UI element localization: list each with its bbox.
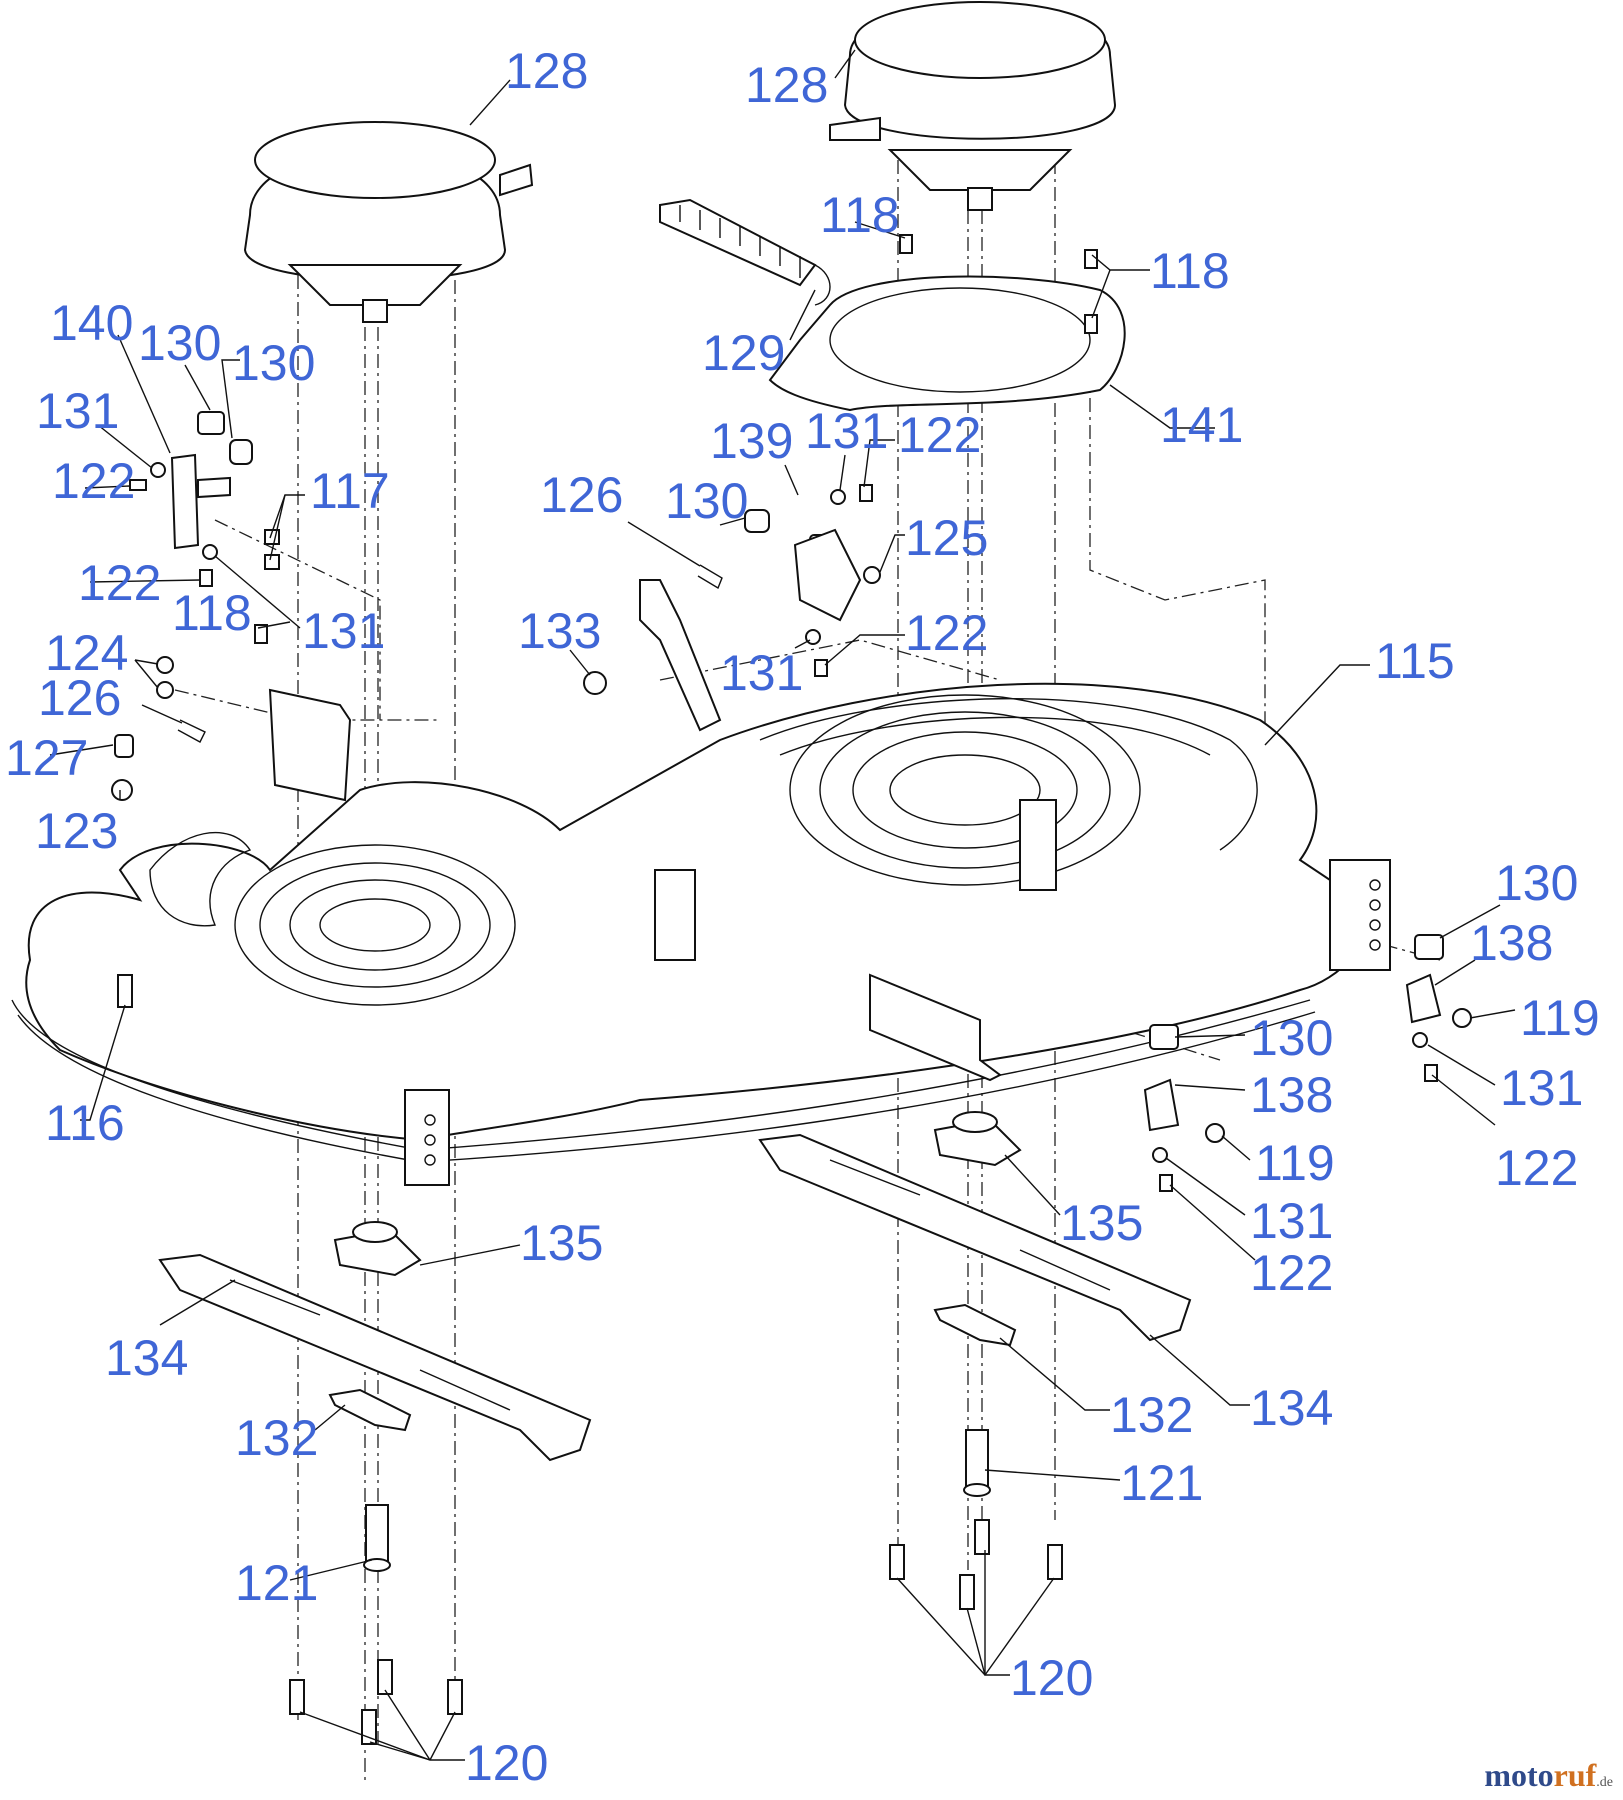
callout-118-left: 118 <box>172 585 252 641</box>
tension-spring <box>659 198 831 306</box>
callout-131-b: 131 <box>302 603 385 659</box>
bolts-right <box>889 1519 1063 1610</box>
callout-119-right: 119 <box>1520 990 1600 1046</box>
callout-135-right: 135 <box>1060 1195 1143 1251</box>
callout-121-left: 121 <box>235 1555 318 1611</box>
callout-126-left: 126 <box>38 670 121 726</box>
callout-128-right: 128 <box>745 57 828 113</box>
callout-122-c: 122 <box>898 407 981 463</box>
callout-122-mid: 122 <box>1250 1245 1333 1301</box>
callout-126-center: 126 <box>540 467 623 523</box>
watermark-brand-a: moto <box>1484 1757 1554 1793</box>
callout-130-right: 130 <box>1495 855 1578 911</box>
spindle-shaft-left <box>363 1504 391 1572</box>
mower-deck <box>11 579 1391 1186</box>
callout-118-top: 118 <box>820 187 900 243</box>
callout-labels: 128 128 118 118 129 141 140 130 130 131 … <box>5 43 1600 1791</box>
callout-138-mid: 138 <box>1250 1067 1333 1123</box>
callout-140: 140 <box>50 295 133 351</box>
callout-130-c: 130 <box>665 473 748 529</box>
callout-117: 117 <box>310 463 390 519</box>
callout-139: 139 <box>710 413 793 469</box>
pulley-cover-right <box>829 1 1117 211</box>
callout-134-right: 134 <box>1250 1380 1333 1436</box>
callout-131-a: 131 <box>36 383 119 439</box>
leader-lines <box>49 49 1516 1761</box>
stiffener-right <box>933 1303 1017 1347</box>
callout-116: 116 <box>45 1095 125 1151</box>
pulley-cover-left <box>243 121 534 323</box>
callout-122-d: 122 <box>905 605 988 661</box>
watermark-logo: motoruf.de <box>1484 1757 1613 1794</box>
callout-122-a: 122 <box>52 453 135 509</box>
spindle-shaft-right <box>963 1429 991 1497</box>
callout-132-left: 132 <box>235 1410 318 1466</box>
callout-128-left: 128 <box>505 43 588 99</box>
hardware-small-parts <box>111 234 1472 1192</box>
blade-adapter-left <box>333 1221 422 1277</box>
callout-138-right: 138 <box>1470 915 1553 971</box>
bolts-left <box>289 1659 463 1745</box>
callout-135-left: 135 <box>520 1215 603 1271</box>
callout-131-right: 131 <box>1500 1060 1583 1116</box>
callout-122-b: 122 <box>78 555 161 611</box>
callout-131-d: 131 <box>720 645 803 701</box>
stiffener-left <box>328 1388 412 1432</box>
callout-123: 123 <box>35 803 118 859</box>
callout-121-right: 121 <box>1120 1455 1203 1511</box>
callout-133: 133 <box>518 603 601 659</box>
callout-118-plate: 118 <box>1150 243 1230 299</box>
callout-134-left: 134 <box>105 1330 188 1386</box>
blade-left <box>158 1253 592 1462</box>
callout-132-right: 132 <box>1110 1387 1193 1443</box>
callout-125: 125 <box>905 510 988 566</box>
callout-122-right: 122 <box>1495 1140 1578 1196</box>
callout-130-mid: 130 <box>1250 1010 1333 1066</box>
callout-124: 124 <box>45 625 128 681</box>
callout-131-c: 131 <box>805 403 888 459</box>
callout-127: 127 <box>5 730 88 786</box>
belt-guard-plate <box>768 275 1126 412</box>
callout-115: 115 <box>1375 633 1455 689</box>
callout-141: 141 <box>1160 397 1243 453</box>
callout-129: 129 <box>702 325 785 381</box>
blade-right <box>758 1133 1192 1342</box>
callout-131-mid: 131 <box>1250 1193 1333 1249</box>
callout-130-b: 130 <box>232 335 315 391</box>
watermark-suffix: .de <box>1596 1775 1613 1790</box>
callout-120-right: 120 <box>1010 1650 1093 1706</box>
watermark-brand-b: ruf <box>1553 1757 1597 1793</box>
callout-120-left: 120 <box>465 1735 548 1791</box>
callout-130-a: 130 <box>138 315 221 371</box>
callout-119-mid: 119 <box>1255 1135 1335 1191</box>
